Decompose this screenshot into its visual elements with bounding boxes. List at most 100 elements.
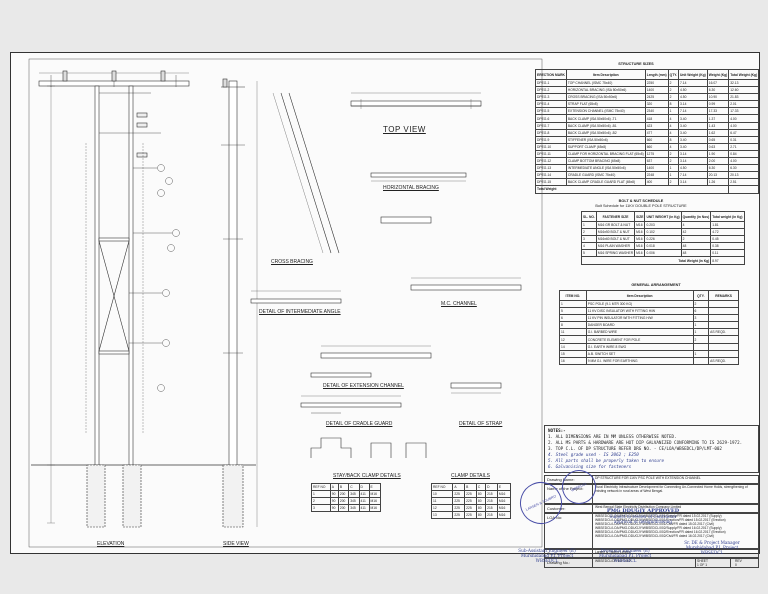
table-cell: 0.102 (644, 228, 682, 237)
table-cell: 1 (667, 171, 680, 180)
table-cell (692, 342, 710, 351)
table-cell: M16x60 BOLT & NUT (595, 235, 636, 244)
loa-line: WBSEDCL/LOA/PMG-DDUGJY/WBSEDCL/001/Erect… (595, 517, 726, 522)
table-cell: 4.72 (710, 228, 745, 237)
bolt-total-value: 8.97 (710, 256, 745, 265)
table-cell: CLAMP FOR HORIZONTAL BRACING FLAT (65x8) (565, 149, 646, 159)
table-cell: 3.40 (677, 128, 708, 137)
table-cell: CRADLE GUARD (ISMC 75x40) (565, 171, 646, 180)
table-cell: M16x50 BOLT & NUT (595, 228, 636, 237)
table-cell: A.B. SWITCH SET (585, 349, 694, 358)
table-cell: DPEG-11 (535, 149, 567, 159)
column-header: Total weight (in Kg) (710, 211, 745, 222)
strap-label: DETAIL OF STRAP (459, 421, 503, 427)
table-cell: M16 (634, 228, 646, 237)
table-cell: BACK CLAMP (ISA 50x50x6) -T1 (565, 114, 646, 123)
column-header: Item Description (585, 290, 694, 301)
table-cell: 4.50 (677, 164, 708, 173)
table-cell: 3.40 (677, 142, 708, 151)
signature-sub-assistant: Sub-Assistant Engineer (E)Murshidabad P.… (518, 548, 576, 564)
table-cell: 6 (559, 314, 587, 323)
table-cell: 3.40 (677, 135, 708, 144)
table-cell: M16 PLAIN WASHER (595, 242, 636, 251)
column-header: ERECTION MARK (535, 69, 567, 80)
table-cell: 3.40 (677, 114, 708, 123)
table-cell: INTERMEDIATE ANGLE (ISA 50x50x6) (565, 164, 646, 173)
table-cell: 20.13 (706, 171, 730, 180)
note-line: 2. ALL MS PARTS & HARDWARE ARE HOT DIP G… (548, 440, 743, 445)
table-cell: AS REQD. (708, 328, 739, 337)
notes-box: NOTES:- 1. ALL DIMENSIONS ARE IN MM UNLE… (544, 425, 759, 473)
table-cell: 48 (680, 242, 712, 251)
table-cell: 1 (667, 107, 680, 116)
table-cell: 1.43 (706, 121, 730, 130)
table-cell: 1400 (644, 164, 669, 173)
table-cell: EXTENSION CHANNEL (ISMC 75x40) (565, 107, 646, 116)
table-cell: DPEG-1 (535, 78, 567, 88)
table-cell: 423 (644, 121, 669, 130)
table-cell: 8 (559, 321, 587, 330)
table-cell (708, 321, 739, 330)
table-cell: 320 (644, 100, 669, 109)
project-label: Name of the Project: (547, 486, 584, 491)
table-cell: 7.14 (677, 107, 708, 116)
table-cell: 1 (559, 299, 587, 309)
table-cell: M16 SPRING WASHER (595, 249, 636, 258)
table-cell: 0.63 (706, 142, 730, 151)
table-cell: 14 (559, 342, 587, 351)
table-cell: 4.00 (728, 121, 760, 130)
table-cell: 6 (692, 307, 710, 316)
table-cell: DPEG-8 (535, 128, 567, 137)
column-header: QTY. (667, 69, 680, 80)
table-cell: 8 (667, 135, 680, 144)
bolt-total-label: Total Weight (in Kg) (580, 256, 712, 265)
table-cell: BACK CLAMP (ISA 50x50x6) -B2 (565, 128, 646, 137)
table-cell: 6.30 (728, 164, 760, 173)
table-cell: 17.33 (706, 107, 730, 116)
elevation-label: ELEVATION (97, 541, 125, 547)
table-cell: 6.30 (706, 86, 730, 95)
table-cell: 1.26 (706, 178, 730, 187)
notes-title: NOTES:- (548, 428, 566, 433)
table-cell: PSC POLE (9.1 MTR 300 KG) (585, 299, 694, 309)
column-header: Weight (Kg) (706, 69, 730, 80)
table-cell: 4.00 (728, 157, 760, 166)
table-cell: 6.30 (706, 164, 730, 173)
table-cell: 4.00 (728, 114, 760, 123)
drawing-name: DP STRUCTURE FOR 11KV PSC POLE WITH EXTE… (595, 476, 701, 480)
arrangement-table-title: GENERAL ARRANGEMENT (631, 283, 681, 287)
table-cell: SUPPORT CLAMP (65x8) (565, 142, 646, 151)
clamp-details-label: CLAMP DETAILS (451, 473, 490, 479)
table-cell: 4 (667, 128, 680, 137)
contractor-name: Larsen & Toubro Limited (595, 550, 631, 554)
column-header: SL. NO. (581, 211, 597, 222)
table-cell: 0.45 (710, 235, 745, 244)
table-cell: 0.38 (710, 242, 745, 251)
table-cell: STRAP FLAT (65x8) (565, 100, 646, 109)
column-header: ITEM NO. (559, 290, 587, 301)
table-cell: 12.60 (728, 86, 760, 95)
title-block: Drawing Name: DP STRUCTURE FOR 11KV PSC … (544, 475, 759, 575)
table-cell: DPEG-4 (535, 100, 567, 109)
table-cell: 4 (581, 242, 597, 251)
table-cell: DPEG-10 (535, 142, 567, 151)
table-cell: BACK CLAMP CRADLE GUARD FLAT (65x8) (565, 178, 646, 187)
table-cell: 1 (692, 328, 710, 337)
table-cell (708, 314, 739, 323)
table-cell: CLAMP BOTTOM BRACING (65x8) (565, 157, 646, 166)
column-header: Quantity (in Nos) (680, 211, 712, 222)
table-cell: 0.99 (706, 100, 730, 109)
